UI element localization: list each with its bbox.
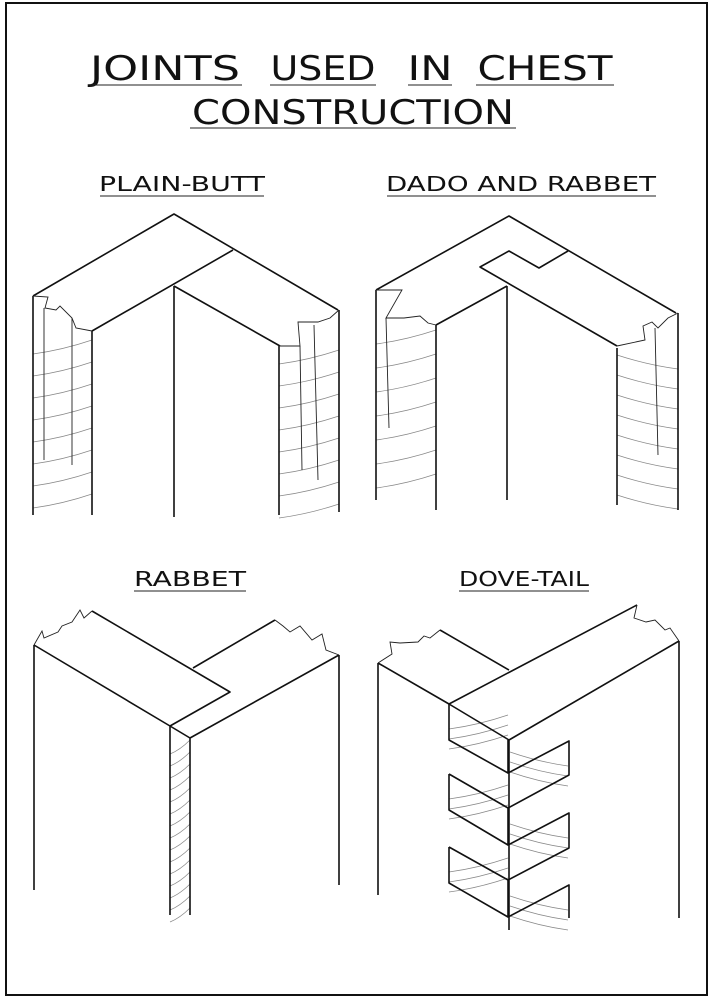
wood-grain-line	[169, 751, 191, 767]
wood-grain-line	[509, 761, 569, 777]
wood-grain-line	[278, 371, 340, 387]
wood-grain-line	[616, 394, 679, 410]
wood-grain-line	[448, 804, 509, 820]
wood-grain-line	[278, 415, 340, 431]
wood-grain-line	[169, 811, 191, 827]
wood-grain-line	[448, 857, 509, 873]
wood-grain-line	[278, 393, 340, 409]
wood-grain-line	[32, 383, 93, 399]
wood-grain-line	[448, 734, 509, 750]
wood-grain-line	[169, 907, 191, 923]
rabbet-joint-drawing	[33, 609, 340, 923]
label-dove-tail: DOVE-TAIL	[459, 567, 590, 591]
wood-grain-line	[509, 751, 569, 767]
title-word-joints: JOINTS	[87, 49, 240, 89]
wood-grain-line	[169, 883, 191, 899]
wood-grain-line	[32, 339, 93, 355]
wood-grain-line	[169, 775, 191, 791]
plain-butt-joint-drawing	[32, 213, 340, 519]
wood-grain-line	[509, 843, 569, 859]
wood-grain-line	[616, 474, 679, 490]
wood-grain-line	[169, 835, 191, 851]
wood-grain-line	[616, 374, 679, 390]
wood-grain-line	[616, 494, 679, 510]
wood-grain-line	[32, 493, 93, 509]
wood-grain-line	[32, 471, 93, 487]
wood-grain-line	[616, 414, 679, 430]
wood-grain-line	[169, 799, 191, 815]
wood-grain-line	[169, 859, 191, 875]
title-line-construction: CONSTRUCTION	[192, 93, 514, 133]
wood-grain-line	[509, 771, 569, 787]
wood-grain-line	[169, 895, 191, 911]
wood-grain-line	[32, 449, 93, 465]
wood-grain-line	[278, 349, 340, 365]
wood-grain-line	[616, 434, 679, 450]
wood-grain-line	[448, 867, 509, 883]
wood-grain-line	[448, 877, 509, 893]
wood-grain-line	[375, 473, 437, 489]
dove-tail-joint-drawing	[377, 604, 680, 931]
page-title: JOINTS USED IN CHEST CONSTRUCTION	[87, 49, 614, 133]
wood-grain-line	[375, 449, 437, 465]
label-rabbet: RABBET	[134, 567, 247, 591]
wood-grain-line	[616, 454, 679, 470]
wood-grain-line	[448, 724, 509, 740]
label-dado-and-rabbet: DADO AND RABBET	[386, 172, 657, 196]
sheet-border	[5, 2, 708, 996]
wood-grain-line	[375, 353, 437, 369]
wood-grain-line	[448, 714, 509, 730]
wood-grain-line	[32, 427, 93, 443]
label-plain-butt: PLAIN-BUTT	[99, 172, 266, 196]
wood-grain-line	[169, 823, 191, 839]
dado-and-rabbet-joint-drawing	[375, 215, 679, 510]
wood-grain-line	[375, 425, 437, 441]
wood-grain-line	[278, 459, 340, 475]
wood-grain-line	[509, 895, 569, 911]
wood-grain-line	[278, 503, 340, 519]
wood-grain-line	[278, 481, 340, 497]
wood-grain-line	[616, 354, 679, 370]
wood-grain-line	[169, 787, 191, 803]
wood-grain-line	[169, 871, 191, 887]
wood-grain-line	[448, 784, 509, 800]
wood-grain-line	[509, 915, 569, 931]
wood-grain-line	[32, 405, 93, 421]
title-word-used: USED	[271, 49, 376, 89]
wood-grain-line	[169, 847, 191, 863]
wood-grain-line	[509, 823, 569, 839]
wood-grain-line	[278, 437, 340, 453]
title-word-chest: CHEST	[478, 49, 613, 89]
wood-grain-line	[375, 401, 437, 417]
wood-grain-line	[32, 361, 93, 377]
wood-grain-line	[169, 763, 191, 779]
wood-grain-line	[509, 833, 569, 849]
wood-grain-line	[375, 377, 437, 393]
wood-grain-line	[375, 329, 437, 345]
wood-grain-line	[509, 905, 569, 921]
title-word-in: IN	[408, 49, 453, 89]
wood-grain-line	[448, 794, 509, 810]
title-underlines	[90, 84, 614, 129]
wood-grain-line	[169, 739, 191, 755]
